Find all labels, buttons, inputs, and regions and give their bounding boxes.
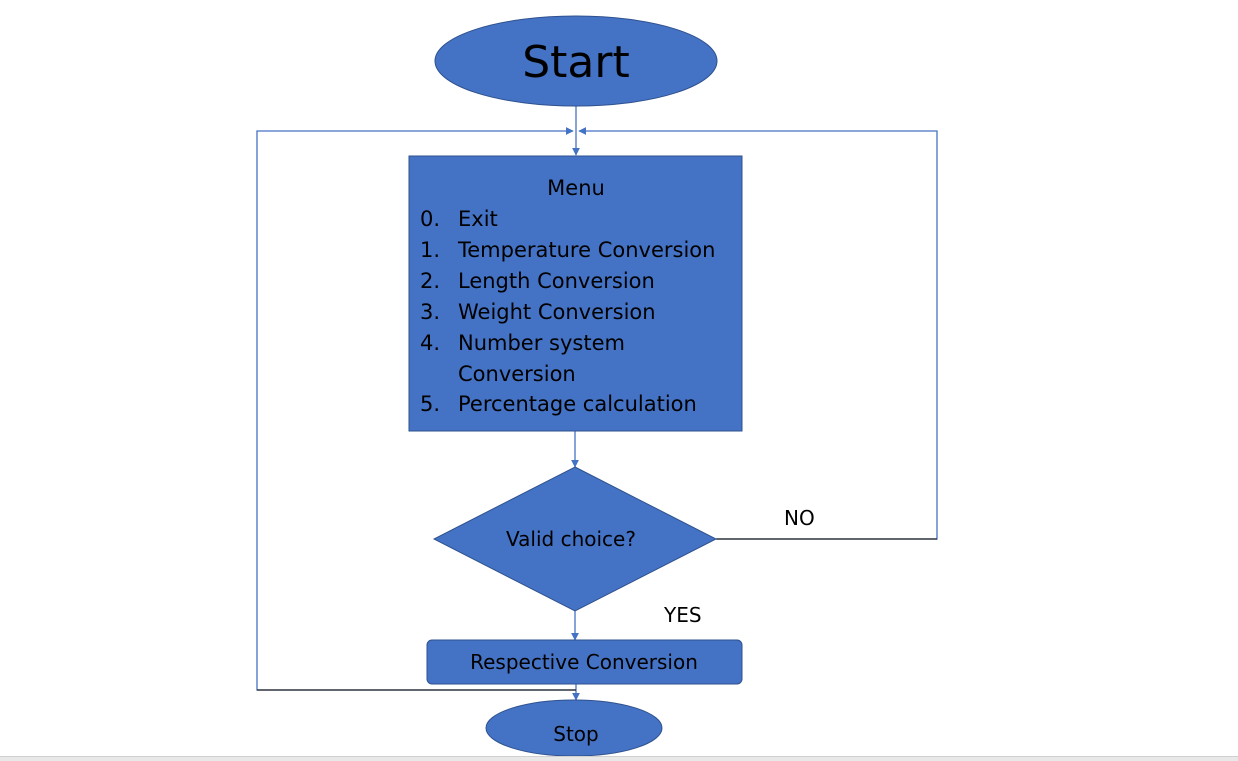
menu-item-0-num: 0. xyxy=(420,207,440,231)
menu-item-2-num: 2. xyxy=(420,269,440,293)
menu-item-4-text-line2: Conversion xyxy=(458,362,576,386)
menu-item-3-num: 3. xyxy=(420,300,440,324)
window-bottom-edge xyxy=(0,756,1238,761)
decision-diamond xyxy=(432,466,718,612)
process-rect xyxy=(426,639,743,685)
stop-node: Stop xyxy=(485,699,663,757)
menu-item-0-text: Exit xyxy=(458,207,498,231)
menu-item-4-text: Number system xyxy=(458,331,625,355)
stop-label: Stop xyxy=(553,722,598,746)
edge-label-yes: YES xyxy=(663,603,702,627)
menu-item-5-num: 5. xyxy=(420,392,440,416)
menu-item-2-text: Length Conversion xyxy=(458,269,655,293)
menu-item-5-text: Percentage calculation xyxy=(458,392,697,416)
menu-item-1-text: Temperature Conversion xyxy=(457,238,715,262)
menu-title: Menu xyxy=(547,176,605,200)
decision-node: Valid choice? xyxy=(432,466,718,612)
menu-rect xyxy=(408,155,743,432)
edge-label-no: NO xyxy=(784,506,815,530)
menu-item-4-num: 4. xyxy=(420,331,440,355)
start-label: Start xyxy=(522,37,630,88)
decision-label: Valid choice? xyxy=(506,527,636,551)
menu-node: Menu 0. Exit 1. Temperature Conversion 2… xyxy=(408,155,743,432)
start-node: Start xyxy=(434,15,718,107)
menu-item-3-text: Weight Conversion xyxy=(458,300,656,324)
start-ellipse xyxy=(434,15,718,107)
menu-item-1-num: 1. xyxy=(420,238,440,262)
process-label: Respective Conversion xyxy=(470,650,698,674)
process-node: Respective Conversion xyxy=(426,639,743,685)
